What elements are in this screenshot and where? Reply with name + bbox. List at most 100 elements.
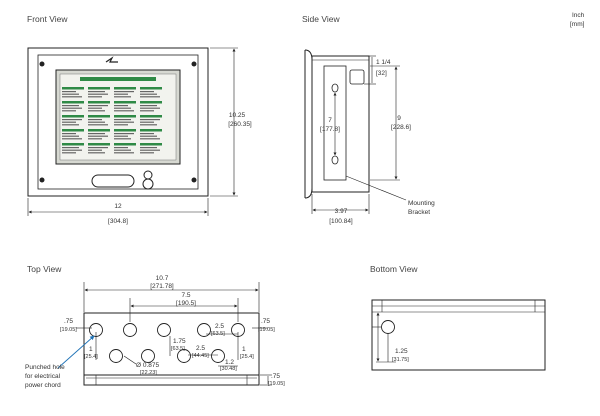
front-view-title: Front View bbox=[27, 14, 68, 24]
screen-row-text bbox=[88, 149, 102, 151]
bracket-label-1: Mounting bbox=[408, 200, 435, 207]
screen-row-text bbox=[140, 124, 157, 126]
top-edge-right-mm: [19.05] bbox=[258, 327, 275, 333]
screen-row-text bbox=[88, 93, 108, 95]
screen-row-text bbox=[88, 96, 102, 98]
screen-row-text bbox=[140, 119, 160, 121]
screen-row-text bbox=[140, 96, 160, 98]
screen-row-text bbox=[62, 107, 82, 109]
screen-row-text bbox=[88, 124, 108, 126]
side-view: Side View 7 [177.8] 1 1/4 [32] 9 [228.6]… bbox=[302, 14, 435, 225]
screen-row-text bbox=[114, 152, 134, 154]
screen-row-text bbox=[88, 110, 105, 112]
bottom-knockout bbox=[381, 320, 395, 334]
status-led bbox=[143, 170, 153, 180]
top-offset-mm: [30.48] bbox=[220, 366, 237, 372]
top-vert-mid-in: 1.75 bbox=[173, 338, 186, 345]
front-button bbox=[142, 178, 154, 190]
screen-row-text bbox=[88, 91, 105, 93]
screen-row-header bbox=[62, 87, 84, 90]
screen-row-text bbox=[140, 147, 157, 149]
screen-header-bar bbox=[80, 77, 156, 81]
top-offset-in: 1.2 bbox=[225, 359, 234, 366]
side-height-in: 9 bbox=[397, 115, 401, 122]
top-vert-mid-mm: [63.5] bbox=[171, 346, 185, 352]
side-height-mm: [228.6] bbox=[391, 124, 411, 131]
top-pitch-right-in: 2.5 bbox=[215, 323, 224, 330]
screen-row-header bbox=[88, 101, 110, 104]
screen-row-text bbox=[62, 149, 82, 151]
front-width-mm: [304.8] bbox=[108, 218, 128, 225]
screen-row-text bbox=[62, 119, 82, 121]
screen-row-text bbox=[140, 138, 160, 140]
screw-hole bbox=[191, 61, 197, 67]
units-inch: Inch bbox=[572, 12, 585, 19]
side-view-title: Side View bbox=[302, 14, 341, 24]
side-depth-mm: [100.84] bbox=[329, 218, 353, 225]
screen-row-text bbox=[88, 121, 105, 123]
bracket-label-2: Bracket bbox=[408, 209, 430, 216]
screen-row-text bbox=[114, 135, 128, 137]
screen-row-text bbox=[62, 105, 79, 107]
screen-row-header bbox=[140, 129, 162, 132]
screen-row-text bbox=[62, 121, 76, 123]
front-width-in: 12 bbox=[114, 203, 122, 210]
screen-row-header bbox=[62, 115, 84, 118]
screen-row-text bbox=[114, 107, 131, 109]
screen-row-text bbox=[140, 152, 154, 154]
screen-row-text bbox=[114, 96, 131, 98]
side-depth-in: 3.97 bbox=[335, 208, 348, 215]
side-slot-mm: [177.8] bbox=[320, 126, 340, 133]
screen-row-header bbox=[62, 101, 84, 104]
screen-row-text bbox=[88, 138, 102, 140]
punched-hole-leader bbox=[57, 335, 95, 369]
screen-row-text bbox=[62, 93, 79, 95]
screen-row-text bbox=[114, 133, 134, 135]
top-edge-left-in: .75 bbox=[64, 318, 73, 325]
bottom-hole-mm: [31.75] bbox=[392, 357, 409, 363]
top-knockouts bbox=[89, 323, 245, 363]
top-note-2: for electrical bbox=[25, 373, 61, 380]
front-handle-slot bbox=[91, 174, 135, 188]
top-span-in: 7.5 bbox=[181, 292, 190, 299]
side-top-mm: [32] bbox=[376, 70, 387, 77]
screen-row-text bbox=[62, 147, 79, 149]
screen-row-header bbox=[88, 129, 110, 132]
top-overall-in: 10.7 bbox=[156, 275, 169, 282]
side-slot-in: 7 bbox=[328, 117, 332, 124]
bottom-view-title: Bottom View bbox=[370, 264, 418, 274]
screen-row-text bbox=[114, 147, 128, 149]
screen-row-text bbox=[114, 91, 134, 93]
screen-row-text bbox=[62, 138, 82, 140]
side-top-in: 1 1/4 bbox=[376, 59, 391, 66]
top-body bbox=[83, 312, 260, 376]
top-front-lip bbox=[83, 374, 260, 386]
bottom-hole-in: 1.25 bbox=[395, 348, 408, 355]
screen-row-header bbox=[62, 143, 84, 146]
screen-row-text bbox=[140, 91, 154, 93]
screen-row-text bbox=[62, 135, 79, 137]
screen-row-text bbox=[88, 152, 105, 154]
screen-row-text bbox=[114, 105, 128, 107]
top-vert-right-mm: [25.4] bbox=[240, 354, 254, 360]
top-edge-right-in: .75 bbox=[261, 318, 270, 325]
screen-row-text bbox=[62, 152, 76, 154]
top-pitch-right-mm: [63.5] bbox=[211, 331, 225, 337]
screen-row-header bbox=[88, 87, 110, 90]
top-note-1: Punched hole bbox=[25, 364, 65, 371]
screen-row-header bbox=[140, 115, 162, 118]
screen-row-text bbox=[140, 93, 157, 95]
screen-row-text bbox=[62, 110, 76, 112]
screen-row-text bbox=[114, 149, 131, 151]
screen-row-text bbox=[140, 133, 154, 135]
keyhole-bottom bbox=[331, 155, 339, 165]
screen-rows bbox=[62, 87, 162, 154]
screen-row-header bbox=[114, 129, 136, 132]
knockout-hole bbox=[211, 349, 225, 363]
screen-row-text bbox=[114, 93, 128, 95]
screen-row-text bbox=[62, 133, 76, 135]
screen-row-text bbox=[140, 110, 154, 112]
top-overall-mm: [271.78] bbox=[150, 283, 174, 290]
side-bezel bbox=[304, 49, 313, 199]
top-diameter-mm: [22.23] bbox=[140, 370, 157, 376]
